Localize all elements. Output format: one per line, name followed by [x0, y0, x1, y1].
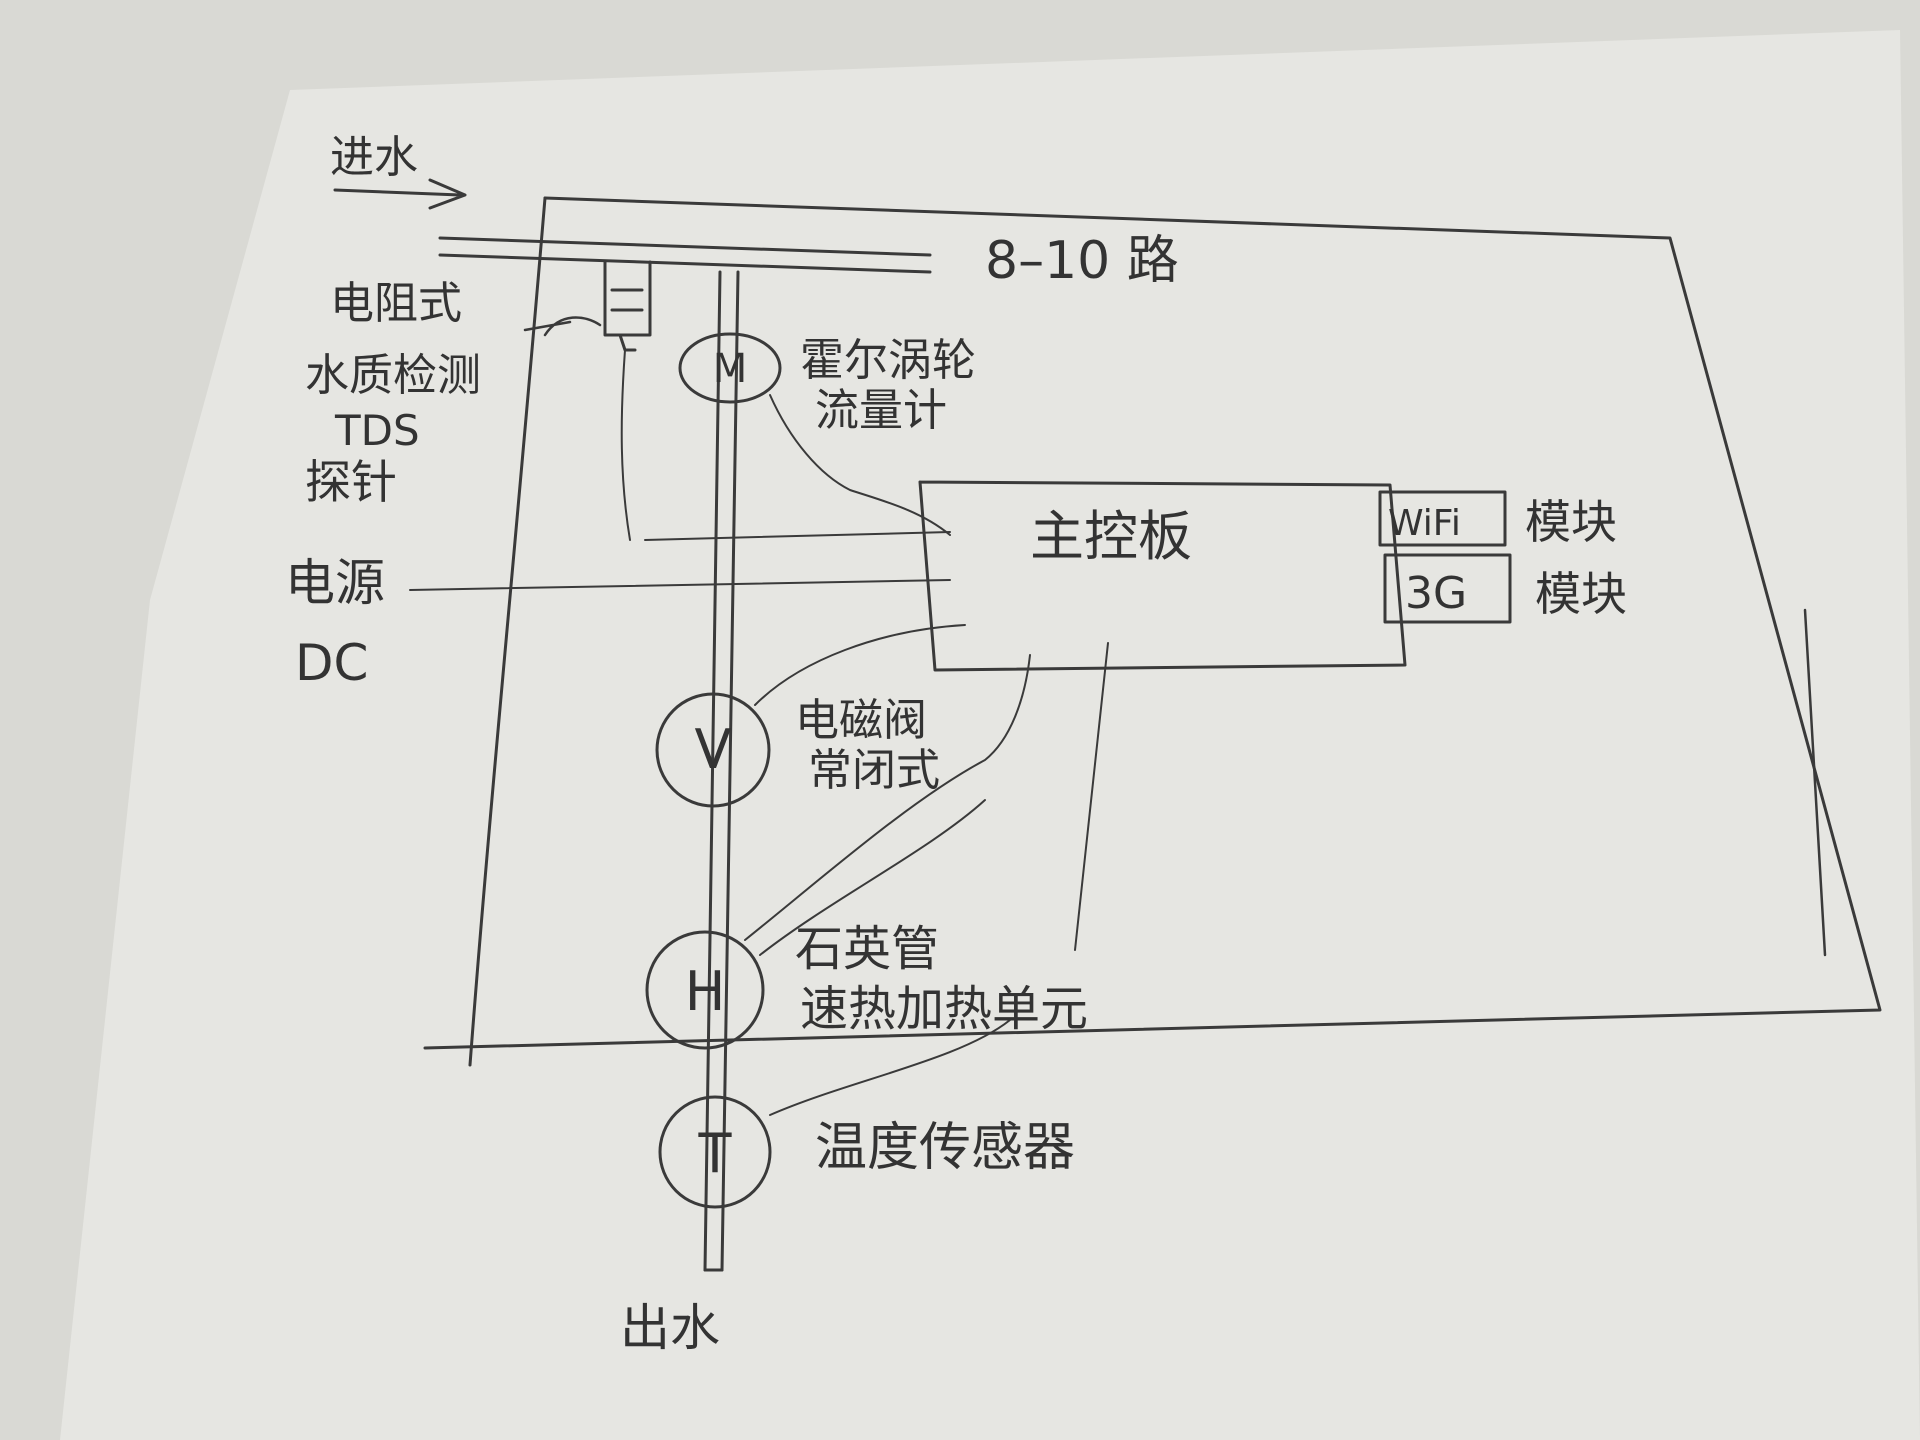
inlet-pipe-bottom [438, 253, 932, 274]
inlet-arrow [333, 178, 467, 210]
tds-probe-wire [620, 349, 631, 541]
wire-valve-to-board [754, 624, 966, 706]
main-board-outline [918, 480, 1407, 672]
main-pipe-left [703, 270, 722, 1272]
label-water-in: 进水 [330, 132, 418, 183]
valve-symbol: V [695, 718, 732, 781]
enclosure-outline [423, 196, 1882, 1050]
label-wifi-box: WiFi [1388, 503, 1461, 544]
heater-circle [645, 930, 765, 1050]
label-flowmeter-line2: 流量计 [815, 385, 947, 436]
label-flowmeter-line1: 霍尔涡轮 [800, 335, 976, 386]
flowmeter-node: M [678, 332, 782, 404]
label-heater-line2: 速热加热单元 [800, 981, 1088, 1037]
enclosure-inner-right-edge [1803, 608, 1827, 957]
label-3g-box: 3G [1405, 568, 1467, 619]
wifi-module-box [1378, 490, 1507, 547]
tds-probe-pointer [523, 316, 602, 337]
paper-sheet [60, 30, 1920, 1440]
main-pipe-right [720, 270, 740, 1272]
inlet-pipe-top [438, 236, 932, 257]
label-water-out: 出水 [620, 1299, 720, 1357]
label-power-line1: 电源 [285, 554, 385, 612]
temp-sensor-node: T [658, 1095, 772, 1209]
label-wifi-suffix: 模块 [1525, 495, 1617, 549]
label-main-board: 主控板 [1030, 505, 1192, 568]
wire-board-down [1074, 642, 1109, 951]
wire-flowmeter-to-board [769, 394, 951, 536]
label-3g-suffix: 模块 [1535, 567, 1627, 621]
flowmeter-circle [678, 332, 782, 404]
label-tds-line1: 电阻式 [330, 278, 462, 329]
label-power-line2: DC [295, 634, 368, 692]
wire-heater-to-board-2 [759, 799, 986, 956]
wire-heater-to-board-1 [744, 654, 1031, 941]
heater-symbol: H [685, 960, 726, 1023]
label-tds-line2: 水质检测 [305, 350, 481, 401]
wire-power-to-board [409, 579, 951, 591]
label-channels: 8–10 路 [985, 231, 1179, 291]
label-temp-sensor: 温度传感器 [815, 1118, 1075, 1178]
label-tds-line4: 探针 [305, 455, 397, 509]
valve-node: V [655, 692, 771, 808]
valve-circle [655, 692, 771, 808]
temp-sensor-circle [658, 1095, 772, 1209]
label-tds-line3: TDS [334, 406, 420, 455]
temp-sensor-symbol: T [698, 1122, 733, 1185]
flowmeter-symbol: M [713, 346, 748, 392]
g3-module-box [1383, 553, 1512, 624]
label-heater-line1: 石英管 [795, 921, 939, 977]
wire-tds-to-board [644, 531, 951, 541]
label-valve-line1: 电磁阀 [795, 695, 927, 746]
wire-temp-to-board [769, 1019, 1011, 1116]
heater-node: H [645, 930, 765, 1050]
tds-probe-body [603, 260, 652, 352]
label-valve-line2: 常闭式 [808, 745, 940, 796]
